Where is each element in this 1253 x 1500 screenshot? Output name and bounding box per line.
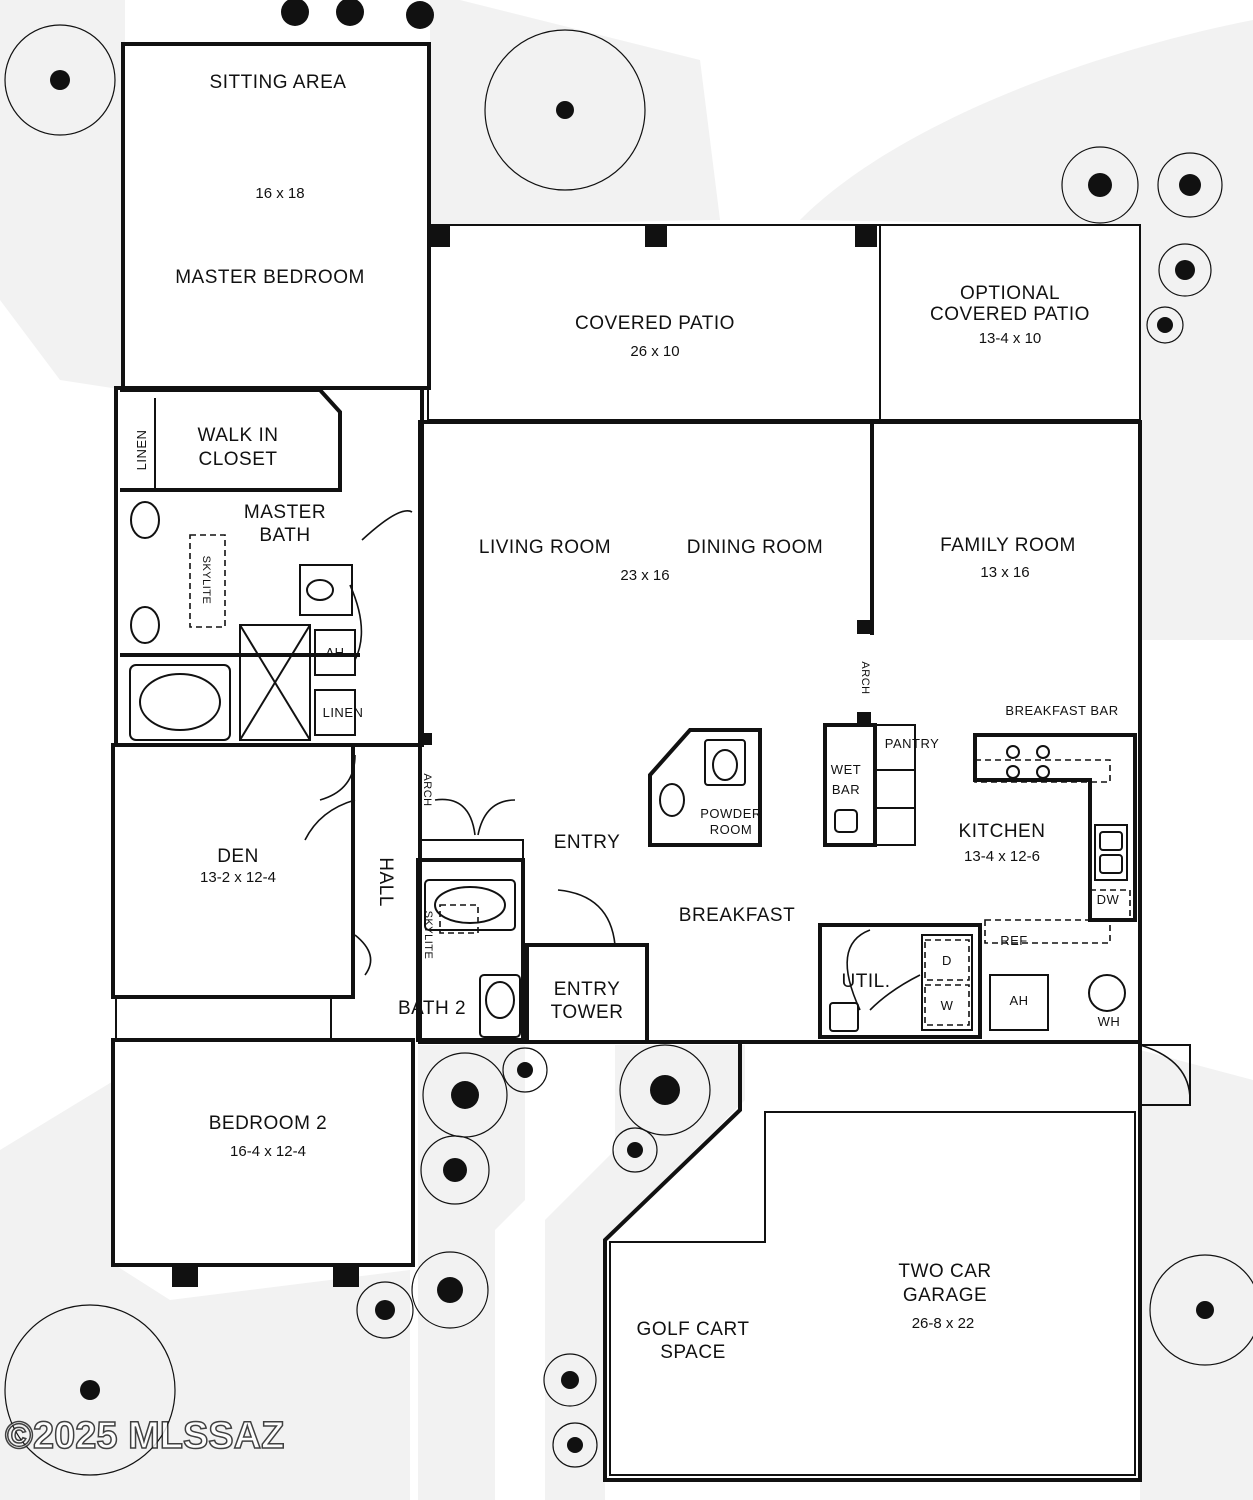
- label-walk-in-closet-line1: WALK IN: [198, 425, 279, 446]
- label-washer: W: [941, 998, 954, 1013]
- label-entry: ENTRY: [554, 832, 621, 853]
- label-powder-room-line1: POWDER: [700, 806, 762, 821]
- shrub-entry-left: [356, 1047, 548, 1339]
- label-master-bedroom: MASTER BEDROOM: [175, 267, 365, 288]
- label-arch-1: ARCH: [859, 661, 871, 694]
- label-breakfast: BREAKFAST: [679, 905, 795, 926]
- label-optional-patio-dim: 13-4 x 10: [979, 330, 1042, 347]
- label-pantry: PANTRY: [885, 736, 940, 751]
- label-skylite-1: SKYLITE: [200, 556, 212, 605]
- label-wet-bar-line1: WET: [831, 762, 861, 777]
- label-ah-1: AH: [325, 645, 344, 660]
- room-labels: SITTING AREA 16 x 18 MASTER BEDROOM COVE…: [134, 72, 1120, 1363]
- label-bath-2: BATH 2: [398, 998, 466, 1019]
- tree-top-center: [484, 29, 646, 191]
- label-master-bath-line2: BATH: [259, 525, 310, 546]
- label-dw: DW: [1097, 892, 1120, 907]
- label-util: UTIL.: [842, 971, 891, 992]
- tree-bottom-right: [1149, 1254, 1253, 1366]
- label-entry-tower-line2: TOWER: [551, 1002, 624, 1023]
- label-arch-2: ARCH: [421, 773, 433, 806]
- label-kitchen: KITCHEN: [959, 821, 1046, 842]
- label-master-bedroom-dim: 16 x 18: [255, 185, 304, 202]
- label-master-bath-line1: MASTER: [244, 502, 326, 523]
- label-garage-dim: 26-8 x 22: [912, 1315, 975, 1332]
- shrub-entry-right: [543, 1044, 711, 1468]
- walls: [111, 42, 1191, 1482]
- columns: [172, 225, 877, 1287]
- label-den: DEN: [217, 846, 259, 867]
- label-sitting-area: SITTING AREA: [210, 72, 347, 93]
- label-linen-1: LINEN: [134, 430, 149, 471]
- label-breakfast-bar: BREAKFAST BAR: [1005, 703, 1118, 718]
- label-wh: WH: [1098, 1014, 1121, 1029]
- shrub-top-1: [281, 0, 434, 29]
- label-living-dining-dim: 23 x 16: [620, 567, 669, 584]
- label-optional-patio-line1: OPTIONAL: [960, 283, 1060, 304]
- label-wet-bar-line2: BAR: [832, 782, 860, 797]
- label-dining-room: DINING ROOM: [687, 537, 823, 558]
- label-golf-cart-line2: SPACE: [660, 1342, 726, 1363]
- label-bedroom-2: BEDROOM 2: [209, 1113, 328, 1134]
- tree-top-left: [4, 24, 116, 136]
- label-covered-patio: COVERED PATIO: [575, 313, 735, 334]
- label-dryer: D: [942, 953, 952, 968]
- doors: [304, 510, 1191, 1101]
- label-skylite-2: SKYLITE: [422, 911, 434, 960]
- label-living-room: LIVING ROOM: [479, 537, 611, 558]
- label-golf-cart-line1: GOLF CART: [637, 1319, 750, 1340]
- label-bedroom-2-dim: 16-4 x 12-4: [230, 1143, 306, 1160]
- label-garage-line2: GARAGE: [903, 1285, 987, 1306]
- label-entry-tower-line1: ENTRY: [554, 979, 621, 1000]
- label-optional-patio-line2: COVERED PATIO: [930, 304, 1090, 325]
- tree-bottom-left: [4, 1304, 176, 1476]
- label-ah-2: AH: [1009, 993, 1028, 1008]
- label-kitchen-dim: 13-4 x 12-6: [964, 848, 1040, 865]
- label-powder-room-line2: ROOM: [710, 822, 752, 837]
- label-covered-patio-dim: 26 x 10: [630, 343, 679, 360]
- label-walk-in-closet-line2: CLOSET: [198, 449, 277, 470]
- label-den-dim: 13-2 x 12-4: [200, 869, 276, 886]
- label-hall: HALL: [375, 857, 396, 907]
- label-linen-2: LINEN: [323, 705, 364, 720]
- label-family-room: FAMILY ROOM: [940, 535, 1076, 556]
- watermark: ©2025 MLSSAZ: [5, 1415, 284, 1457]
- label-ref: REF: [1000, 933, 1028, 948]
- label-garage-line1: TWO CAR: [898, 1261, 991, 1282]
- label-family-room-dim: 13 x 16: [980, 564, 1029, 581]
- shrub-right-cluster: [1061, 146, 1223, 344]
